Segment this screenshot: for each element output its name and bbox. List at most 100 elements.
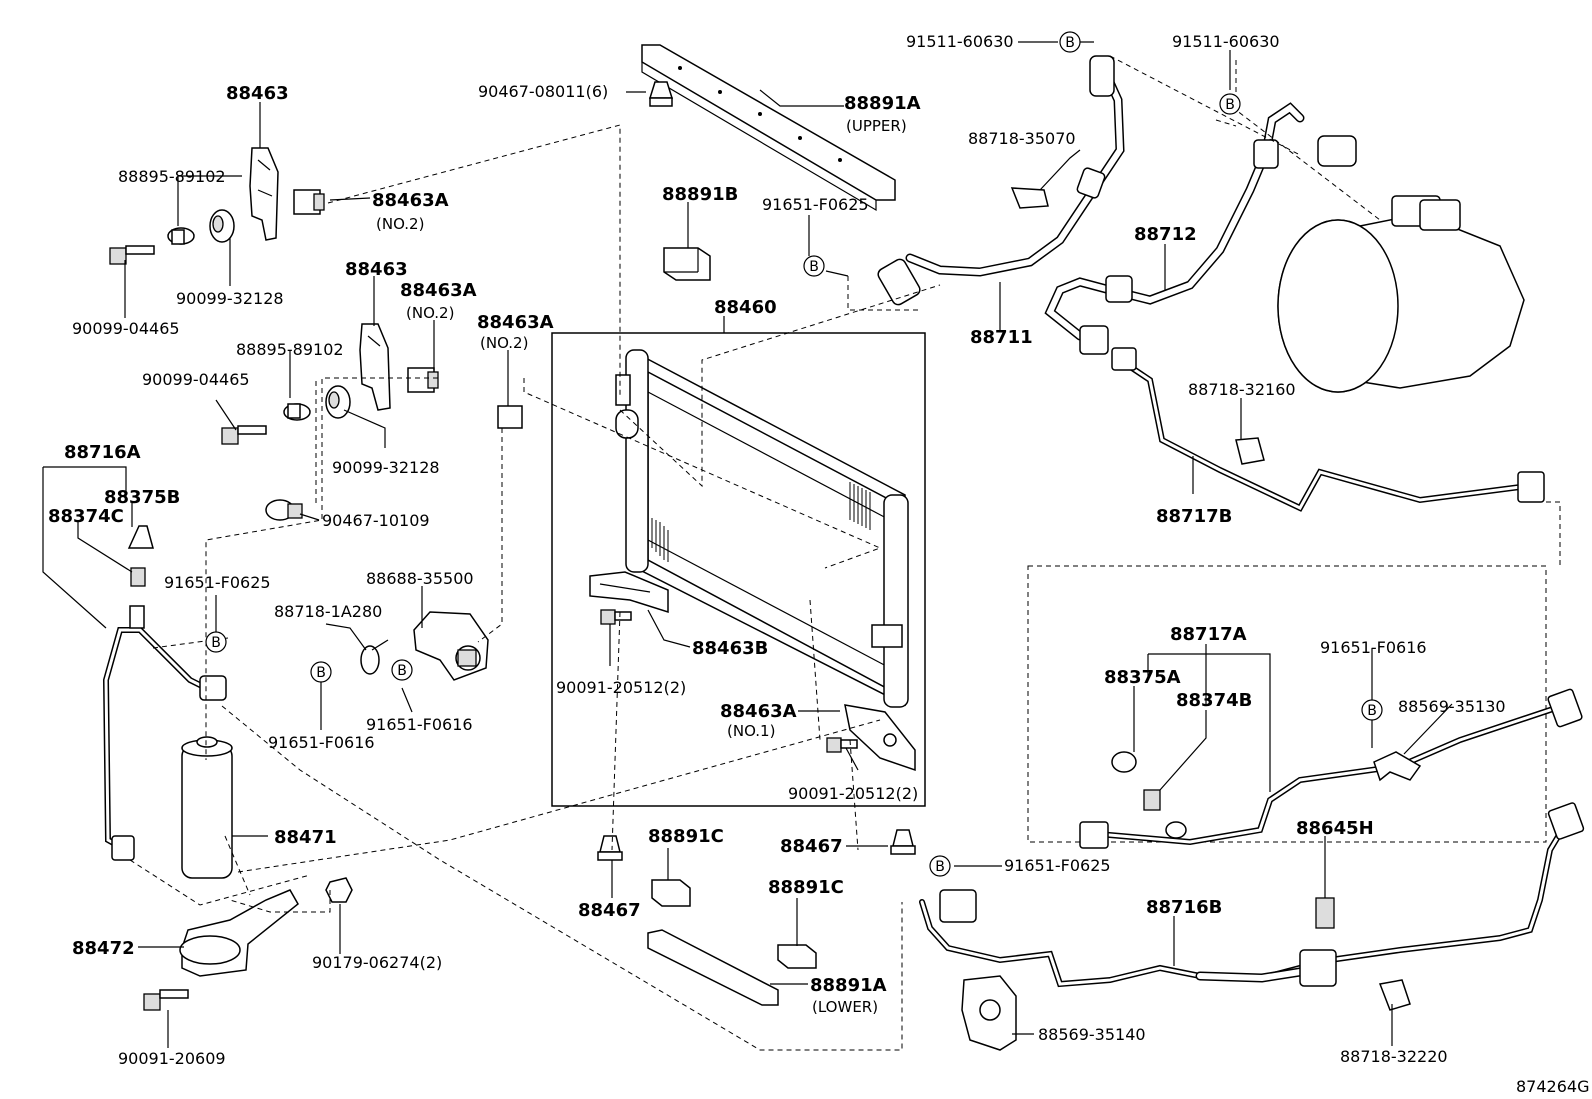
clip-90467-08011 xyxy=(648,81,674,107)
label-91651-f0625-left: 91651-F0625 xyxy=(164,573,271,592)
label-90091-20609: 90091-20609 xyxy=(118,1049,226,1068)
label-90467-10109: 90467-10109 xyxy=(322,511,430,530)
hose-88711 xyxy=(877,55,1125,306)
leader-lines xyxy=(42,41,1453,1048)
dashed-group-88717a xyxy=(1027,565,1547,843)
label-88891a-upper-sub: (UPPER) xyxy=(846,117,907,135)
label-90091-20512-b: 90091-20512(2) xyxy=(788,784,918,803)
svg-text:B: B xyxy=(1367,703,1377,719)
bolt-90091-20512-b xyxy=(826,737,858,753)
svg-text:B: B xyxy=(1225,97,1235,113)
label-88891c-a: 88891C xyxy=(648,826,724,847)
label-88645h: 88645H xyxy=(1296,818,1374,839)
label-90099-04465-top: 90099-04465 xyxy=(72,319,180,338)
label-88718-32220: 88718-32220 xyxy=(1340,1047,1448,1066)
bracket-88569-35140 xyxy=(961,975,1017,1051)
pipe-88717b xyxy=(1111,347,1545,512)
label-88569-35140: 88569-35140 xyxy=(1038,1025,1146,1044)
label-88718-32160: 88718-32160 xyxy=(1188,380,1296,399)
label-88463a-top: 88463A xyxy=(372,190,449,211)
clamp-88718-32220 xyxy=(1378,979,1411,1011)
receiver-88471 xyxy=(181,736,233,879)
label-88895-89102-top: 88895-89102 xyxy=(118,167,226,186)
clip-88467-a xyxy=(597,835,623,861)
label-90091-20512-a: 90091-20512(2) xyxy=(556,678,686,697)
svg-text:B: B xyxy=(1065,35,1075,51)
sensor-88645h xyxy=(1315,897,1335,929)
pin-88895-89102-mid xyxy=(283,403,311,421)
label-91651-f0625-mid: 91651-F0625 xyxy=(762,195,869,214)
label-90099-32128-top: 90099-32128 xyxy=(176,289,284,308)
bolt-90091-20609 xyxy=(143,989,189,1011)
b-marker-6: B xyxy=(391,659,413,681)
clip-90467-10109 xyxy=(265,499,303,521)
label-88471: 88471 xyxy=(274,827,337,848)
valve-88374c xyxy=(130,567,146,587)
bracket-88688-35500 xyxy=(413,611,489,681)
b-marker-7: B xyxy=(1361,699,1383,721)
b-marker-3: B xyxy=(803,255,825,277)
label-88374c: 88374C xyxy=(48,506,124,527)
bracket-88463b xyxy=(589,571,669,614)
label-88716a: 88716A xyxy=(64,442,141,463)
b-marker-1: B xyxy=(1059,31,1081,53)
clip-88718-1a280 xyxy=(360,639,389,675)
bracket-88472 xyxy=(179,889,299,977)
clip-88467-b xyxy=(890,829,916,855)
label-88569-35130: 88569-35130 xyxy=(1398,697,1506,716)
seal-88891a-lower xyxy=(647,929,779,1006)
b-marker-2: B xyxy=(1219,93,1241,115)
label-88688-35500: 88688-35500 xyxy=(366,569,474,588)
b-marker-5: B xyxy=(310,661,332,683)
svg-text:B: B xyxy=(809,259,819,275)
label-91651-f0616-right: 91651-F0616 xyxy=(1320,638,1427,657)
label-88463a-no1: 88463A xyxy=(720,701,797,722)
label-88716b: 88716B xyxy=(1146,897,1222,918)
label-88463a-mid: 88463A xyxy=(400,280,477,301)
label-88711: 88711 xyxy=(970,327,1033,348)
compressor xyxy=(1277,195,1525,393)
dashed-assembly-lines xyxy=(129,55,1561,1051)
bolt-90099-04465-top xyxy=(109,245,155,265)
label-88891a-upper: 88891A xyxy=(844,93,921,114)
cap-88375b xyxy=(127,525,154,549)
label-88891c-b: 88891C xyxy=(768,877,844,898)
label-90179-06274: 90179-06274(2) xyxy=(312,953,442,972)
seal-88891a-upper xyxy=(641,44,896,212)
block-88891b xyxy=(663,247,711,281)
label-88891a-lower-sub: (LOWER) xyxy=(812,998,878,1016)
condenser-frame xyxy=(551,332,926,807)
label-88891b: 88891B xyxy=(662,184,738,205)
label-88375b: 88375B xyxy=(104,487,180,508)
nut-90179-06274 xyxy=(325,877,353,903)
label-88895-89102-mid: 88895-89102 xyxy=(236,340,344,359)
label-88467-b: 88467 xyxy=(780,836,843,857)
label-91651-f0625-right: 91651-F0625 xyxy=(1004,856,1111,875)
clamp-88569-35130 xyxy=(1373,751,1422,782)
pin-88895-89102-top xyxy=(167,227,195,245)
svg-text:B: B xyxy=(211,635,221,651)
b-markers: B B B B B B B B xyxy=(205,31,1383,877)
label-88718-1a280: 88718-1A280 xyxy=(274,602,382,621)
svg-text:B: B xyxy=(935,859,945,875)
label-88472: 88472 xyxy=(72,938,135,959)
label-88463a-mid2: 88463A xyxy=(477,312,554,333)
cap-88375a xyxy=(1111,751,1137,773)
bracket-88463-top xyxy=(249,147,279,241)
bracket-88463-mid xyxy=(359,323,391,411)
label-88463a-mid2-sub: (NO.2) xyxy=(480,334,528,352)
b-marker-4: B xyxy=(205,631,227,653)
grommet-90099-32128-mid xyxy=(325,385,351,419)
label-88463a-mid-sub: (NO.2) xyxy=(406,304,454,322)
part-labels: 88463 88895-89102 88463A (NO.2) 90099-32… xyxy=(48,32,1589,1096)
label-88463a-no1-sub: (NO.1) xyxy=(727,722,775,740)
svg-text:B: B xyxy=(397,663,407,679)
grommet-90099-32128-top xyxy=(209,209,235,243)
clamp-88718-32160 xyxy=(1235,437,1265,465)
label-91651-f0616-a: 91651-F0616 xyxy=(268,733,375,752)
label-88375a: 88375A xyxy=(1104,667,1181,688)
label-88463a-top-sub: (NO.2) xyxy=(376,215,424,233)
diagram-id: 874264G xyxy=(1516,1077,1589,1096)
block-88891c-a xyxy=(651,879,691,907)
condenser-core xyxy=(615,349,909,708)
